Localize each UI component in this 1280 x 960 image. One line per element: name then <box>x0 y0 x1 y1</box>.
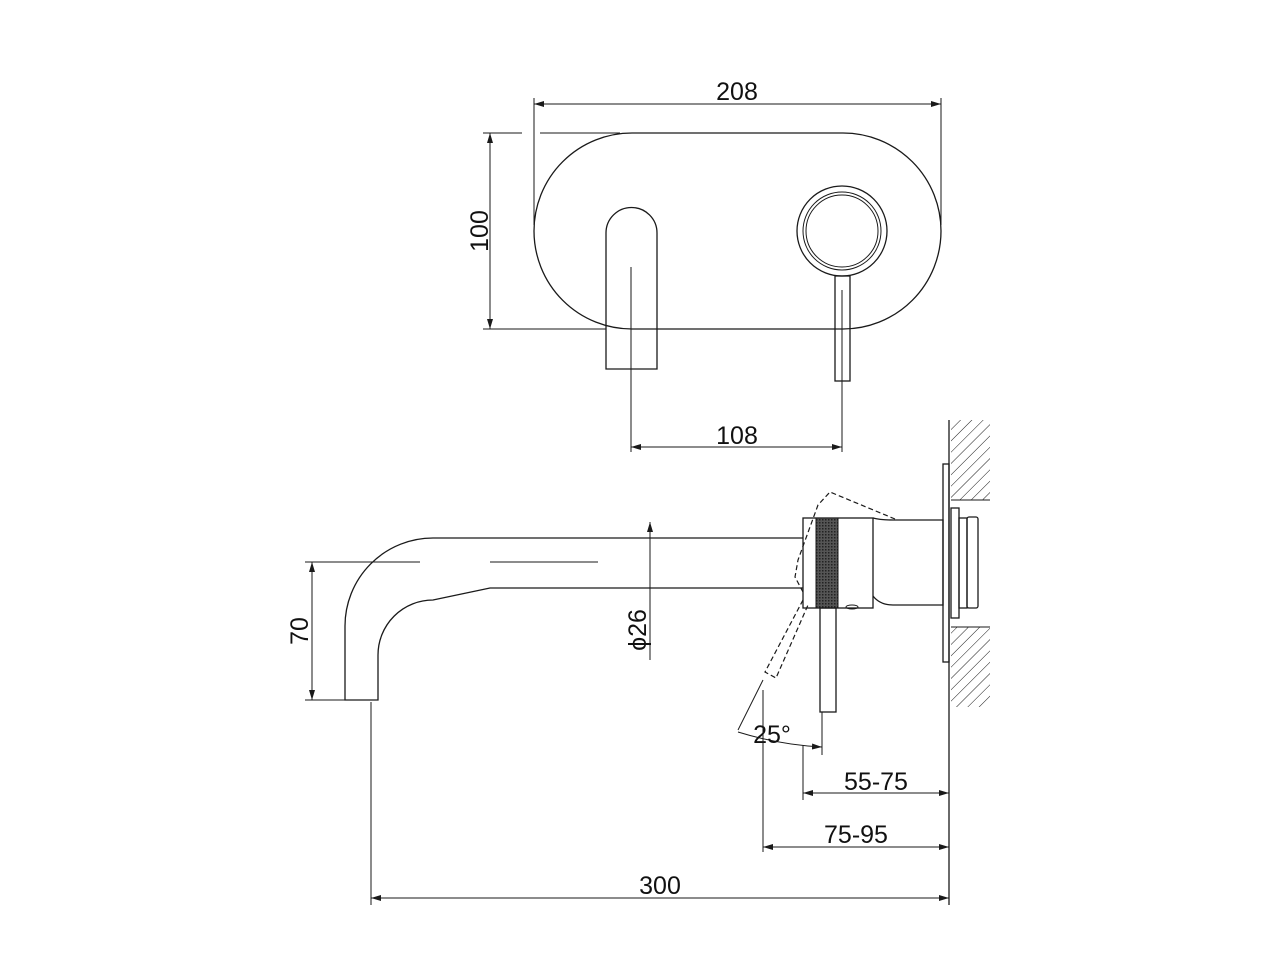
front-view: 208 100 108 <box>466 78 942 452</box>
valve-body <box>872 517 944 606</box>
projection-dimension-label: 300 <box>639 872 681 900</box>
height-dimension-label: 100 <box>466 210 494 252</box>
wall-hatch-bottom <box>951 627 990 707</box>
handle-knob <box>796 185 888 277</box>
depth-dimension-label-2: 75-95 <box>824 821 888 849</box>
knurled-ring <box>815 517 839 609</box>
angle-arc <box>737 731 823 750</box>
spout-side <box>344 537 803 701</box>
wall-plate <box>533 132 942 330</box>
lever-angle-label: 25° <box>753 721 791 749</box>
spout-diameter-dimension-label: ϕ26 <box>624 609 652 651</box>
wall-hatch-top <box>951 420 990 500</box>
handle-lever-side <box>819 607 837 713</box>
spout-front <box>605 206 658 370</box>
width-dimension-label: 208 <box>716 78 758 106</box>
spout-height-dimension-label: 70 <box>286 617 314 645</box>
depth-dimension-label-1: 55-75 <box>844 768 908 796</box>
spacing-dimension-label: 108 <box>716 422 758 450</box>
side-view: 70 ϕ26 25° 55-75 75-95 300 <box>286 420 990 905</box>
